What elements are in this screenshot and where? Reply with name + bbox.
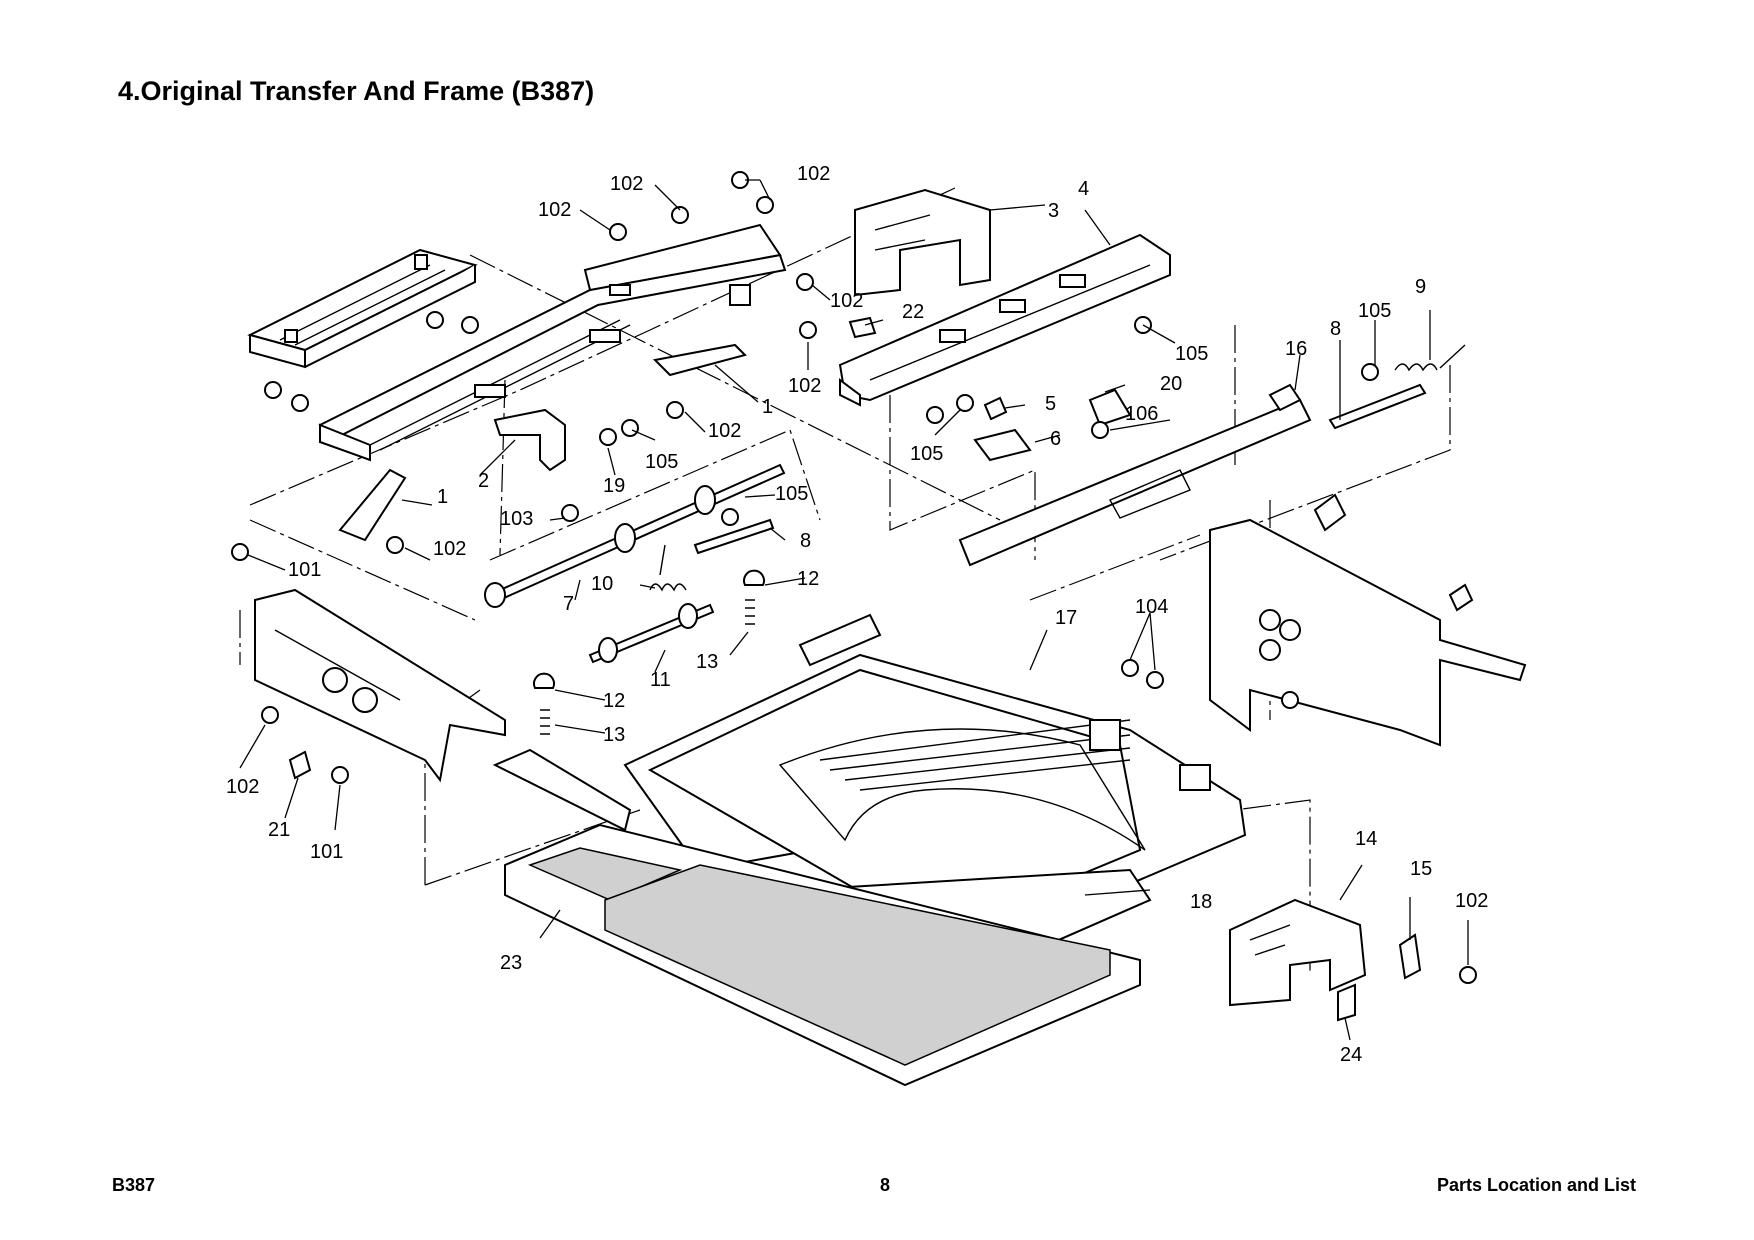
footer-model: B387: [112, 1175, 156, 1195]
callout-105-mid: 105: [910, 443, 943, 465]
callout-1-upper: 1: [762, 396, 773, 418]
callout-2: 2: [478, 470, 489, 492]
callout-7: 7: [563, 593, 574, 615]
callout-102-mid: 102: [788, 375, 821, 397]
part-20-actuator: [1088, 388, 1132, 427]
callout-10: 10: [591, 573, 613, 595]
front-pcb-strip: [492, 748, 632, 832]
callout-16: 16: [1285, 338, 1307, 360]
callout-8-middle: 8: [800, 530, 811, 552]
callout-101-lower: 101: [310, 841, 343, 863]
callout-13-lower: 13: [603, 724, 625, 746]
part-9-spring: [1394, 344, 1466, 372]
part-8-shaft-upper: [1328, 383, 1427, 430]
callout-12-upper: 12: [797, 568, 819, 590]
part-7-roller-shaft: [484, 463, 786, 608]
callout-102-upper-mid: 102: [830, 290, 863, 312]
callout-104: 104: [1135, 596, 1168, 618]
callout-20: 20: [1160, 373, 1182, 395]
upper-left-bracket: [247, 248, 478, 369]
upper-mounting-plate: [318, 223, 787, 462]
part-13-spring-lower: [540, 709, 550, 735]
part-21-clip: [288, 750, 312, 780]
sponge-pad-main: [604, 864, 1111, 1066]
callout-102-center: 102: [708, 420, 741, 442]
part-22-label: [848, 316, 877, 339]
callout-105-left: 105: [645, 451, 678, 473]
sponge-pad-left: [527, 847, 683, 901]
callout-102-top-left: 102: [610, 173, 643, 195]
callout-102-left-low: 102: [226, 776, 259, 798]
part-1-plate-lower: [338, 468, 407, 542]
part-14-block: [1229, 898, 1367, 1007]
callout-6: 6: [1050, 428, 1061, 450]
callout-106: 106: [1125, 403, 1158, 425]
part-12-holder-lower: [533, 672, 555, 689]
callout-12-lower: 12: [603, 690, 625, 712]
part-12-holder-upper: [743, 569, 765, 586]
page-title: 4.Original Transfer And Frame (B387): [118, 76, 595, 106]
callout-11: 11: [650, 669, 671, 691]
callout-105-far-right: 105: [1358, 300, 1391, 322]
callout-13-upper: 13: [696, 651, 718, 673]
callout-4: 4: [1078, 178, 1089, 200]
callout-102-left: 102: [538, 199, 571, 221]
part-17-lower-frame: [623, 613, 1247, 937]
callout-9: 9: [1415, 276, 1426, 298]
part-3-guide: [854, 188, 991, 297]
part-13-spring-upper: [745, 599, 755, 625]
callout-3: 3: [1048, 200, 1059, 222]
part-16-long-guide: [958, 383, 1312, 567]
callout-labels: 102 102 102 102 102 102 102 102 102 101 …: [226, 163, 1488, 1066]
part-1-plate-upper: [652, 343, 747, 377]
leader-lines: [239, 179, 1469, 1041]
right-side-frame: [1209, 493, 1527, 747]
callout-14: 14: [1355, 828, 1377, 850]
part-23-base-sheet: [504, 823, 1141, 1087]
callout-5: 5: [1045, 393, 1056, 415]
part-6-plate: [973, 428, 1032, 462]
callout-102-right-low: 102: [1455, 890, 1488, 912]
callout-18: 18: [1190, 891, 1212, 913]
callout-22: 22: [902, 301, 924, 323]
part-15-bracket: [1398, 933, 1422, 980]
callout-103: 103: [500, 508, 533, 530]
part-8-shaft-middle: [693, 518, 775, 555]
left-side-frame: [254, 588, 506, 783]
screws: [231, 171, 1477, 984]
part-11-gear-shaft: [588, 603, 715, 664]
footer-section: Parts Location and List: [1436, 1175, 1636, 1195]
callout-102-left-mid: 102: [433, 538, 466, 560]
callout-15: 15: [1410, 858, 1432, 880]
callout-17: 17: [1055, 607, 1077, 629]
callout-1-lower: 1: [437, 486, 448, 508]
callout-101-upper: 101: [288, 559, 321, 581]
callout-8-upper: 8: [1330, 318, 1341, 340]
part-10-spring: [649, 544, 687, 592]
callout-23: 23: [500, 952, 522, 974]
part-24-label: [1337, 983, 1356, 1022]
callout-19: 19: [603, 475, 625, 497]
part-2-bracket: [493, 408, 566, 472]
part-4-guide-plate: [838, 233, 1171, 407]
callout-21: 21: [268, 819, 290, 841]
callout-102-top-right: 102: [797, 163, 830, 185]
part-5-roller: [983, 396, 1008, 421]
callout-24: 24: [1340, 1044, 1362, 1066]
callout-105-upper-right: 105: [1175, 343, 1208, 365]
footer-page-number: 8: [879, 1175, 890, 1195]
callout-105-center: 105: [775, 483, 808, 505]
